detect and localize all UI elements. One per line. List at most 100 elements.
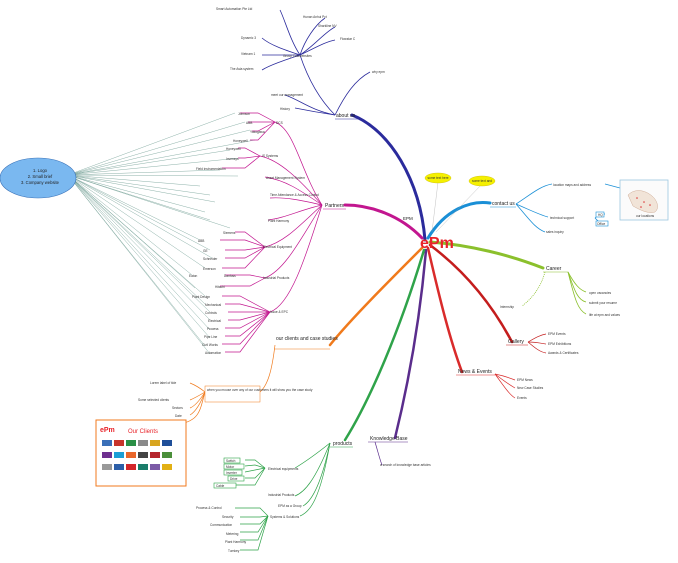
products-elec: Electrical equipments <box>268 467 299 471</box>
clients-card-title: Our Clients <box>128 429 158 435</box>
epc-item-8: Automation <box>205 351 221 355</box>
partners-subtree <box>220 112 323 353</box>
dcs-item-4: Honeywell <box>233 139 248 143</box>
bubble-line-3: 3. Company website <box>21 180 60 185</box>
epc-item-4: Electrical <box>208 319 221 323</box>
callouts: some text here some text and <box>424 172 496 233</box>
elec-prod-5: Cable <box>216 484 225 488</box>
contact-node[interactable]: contact us <box>490 201 516 208</box>
contact-children[interactable]: location maps and address technical supp… <box>546 183 609 234</box>
sys-item-1: Process & Control <box>196 506 222 510</box>
main-branches <box>328 113 545 442</box>
career-resume: submit your resume <box>589 301 617 305</box>
elec-prod-2: Motor <box>226 465 235 469</box>
partner-dcs: DCS <box>276 121 283 125</box>
gallery-subtree <box>527 333 547 354</box>
knowledge-subtree <box>374 441 383 466</box>
clients-subtree <box>179 344 276 425</box>
epc-item-6: Pipe Line <box>204 335 218 339</box>
partners-label: Partners <box>325 203 344 209</box>
news-label: News & Events <box>458 369 492 375</box>
contact-maps: location maps and address <box>553 183 592 187</box>
clients-children[interactable]: when you mouse over any of our customers… <box>138 381 313 418</box>
partner-epc: Issue & EPC <box>270 310 289 314</box>
gallery-children[interactable]: EPM Events EPM Exhibitions Awards & Cert… <box>548 332 579 355</box>
news-children[interactable]: EPM News New Case Studies Events <box>517 378 544 400</box>
products-node[interactable]: products <box>330 441 353 448</box>
about-node[interactable]: about us <box>335 113 360 120</box>
clients-label: our clients and case studies <box>276 336 338 342</box>
sys-item-6: Turnkey <box>228 549 240 553</box>
partner-elec: Electrical Equipment <box>263 245 292 249</box>
products-systems: Systems & Solutions <box>270 515 300 519</box>
clients-card-logo: ePm <box>100 427 115 434</box>
knowledge-item: a search of knowledge base articles <box>380 463 431 467</box>
contact-label: contact us <box>492 201 515 207</box>
partners-children[interactable]: DCS IS Systems Asset Management System T… <box>189 112 319 355</box>
ind-item-1: Danfoss <box>224 274 236 278</box>
epc-item-2: Mechanical <box>205 303 221 307</box>
elec-item-4: Schneider <box>203 257 218 261</box>
elec-item-1: Siemens <box>223 231 236 235</box>
clients-sub-2: Some selected clients <box>138 398 169 402</box>
map-thumbnail[interactable]: our locations <box>619 179 669 221</box>
sys-item-5: Plant Harmony <box>225 540 246 544</box>
sys-item-4: Metering <box>226 532 239 536</box>
center-node[interactable]: ePm EPM <box>403 216 454 252</box>
career-internship: Internship <box>500 305 514 309</box>
news-item-1: EPM News <box>517 378 533 382</box>
dcs-item-3: Yokogawa <box>250 130 265 134</box>
left-fan-lines <box>67 112 256 355</box>
clients-sub-1: Lorem label of tide <box>150 381 176 385</box>
ind-item-2: Eaton <box>189 274 198 278</box>
contact-sales: sales inquiry <box>546 230 564 234</box>
partner-time: Time Attendance & Access Control <box>270 193 319 197</box>
is-item-1: Honeywell <box>226 147 241 151</box>
dcs-item-2: ABB <box>246 121 252 125</box>
knowledge-children[interactable]: a search of knowledge base articles <box>380 463 431 467</box>
news-item-2: New Case Studies <box>517 386 544 390</box>
epc-item-1: Plant Design <box>192 295 210 299</box>
left-bubble[interactable]: 1. Logo 2. Small brief 3. Company websit… <box>0 157 77 199</box>
news-item-3: Events <box>517 396 527 400</box>
contact-support: technical support <box>550 216 574 220</box>
partner-plant: Plant Harmony <box>268 219 289 223</box>
client-logos <box>102 440 172 470</box>
products-label: products <box>333 441 353 447</box>
about-subtree <box>261 9 371 116</box>
bubble-line-2: 2. Small brief <box>28 174 53 179</box>
knowledge-label: Knowledge Base <box>370 436 408 442</box>
sys-item-2: Security <box>222 515 234 519</box>
products-children[interactable]: Electrical equipments Industrial Product… <box>196 457 302 553</box>
career-node[interactable]: Career <box>543 266 568 273</box>
elec-item-2: ABB <box>198 239 204 243</box>
epc-item-7: Civil Works <box>202 343 218 347</box>
about-history: History <box>280 107 290 111</box>
center-logo: ePm <box>420 235 454 252</box>
elec-item-5: Emerson <box>203 267 216 271</box>
partner-industrial: Industrial Products <box>263 276 290 280</box>
knowledge-node[interactable]: Knowledge Base <box>368 436 408 443</box>
products-subtree <box>235 442 331 551</box>
callout-2: some text and <box>472 179 492 183</box>
about-children[interactable]: meet our management History why epm Grou… <box>216 7 385 111</box>
clients-sub-4: Date <box>175 414 182 418</box>
group-item-6: Flowstar C <box>340 37 356 41</box>
support-hq: HQ <box>598 213 603 217</box>
callout-1: some text here <box>427 176 448 180</box>
gallery-node[interactable]: Gallery <box>506 339 528 346</box>
clients-node[interactable]: our clients and case studies <box>274 336 338 350</box>
clients-card[interactable]: ePm Our Clients <box>95 419 187 487</box>
about-management: meet our management <box>271 93 303 97</box>
gallery-awards: Awards & Certificates <box>548 351 579 355</box>
career-children[interactable]: open vacancies submit your resume life a… <box>500 291 620 317</box>
products-epm: EPM as a Group <box>278 504 302 508</box>
elec-prod-4: Drive <box>230 477 238 481</box>
news-subtree <box>494 373 516 399</box>
gallery-exhibitions: EPM Exhibitions <box>548 342 572 346</box>
career-label: Career <box>546 266 562 272</box>
news-node[interactable]: News & Events <box>456 369 495 376</box>
partners-node[interactable]: Partners <box>323 203 346 210</box>
dcs-item-1: Johnson <box>238 112 250 116</box>
center-label: EPM <box>403 216 413 221</box>
